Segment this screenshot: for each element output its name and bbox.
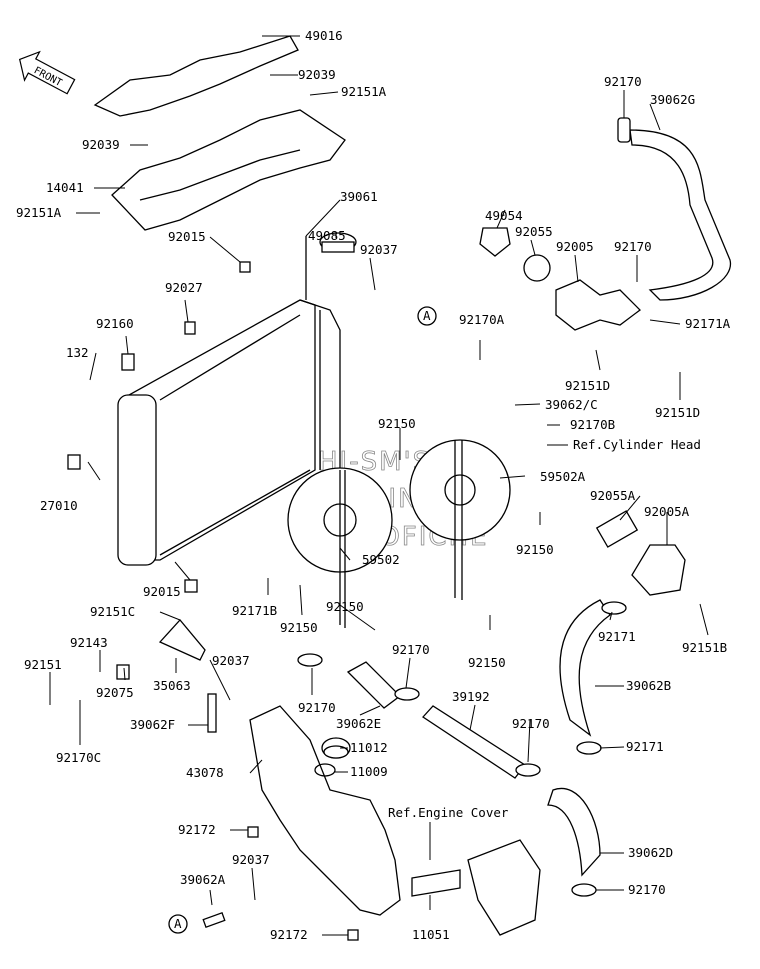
- label-92015-bottom: 92015: [143, 584, 181, 599]
- radiator: [117, 236, 341, 566]
- label-39062g: 39062G: [650, 92, 695, 107]
- front-arrow: FRONT: [18, 50, 76, 95]
- label-92037-top: 92037: [360, 242, 398, 257]
- label-92170c: 92170C: [56, 750, 101, 765]
- label-92171: 92171: [598, 629, 636, 644]
- hose-39062b: [559, 599, 611, 737]
- pipe-39192: [422, 705, 526, 779]
- label-59502: 59502: [362, 552, 400, 567]
- label-39192: 39192: [452, 689, 490, 704]
- label-92151b: 92151B: [682, 640, 727, 655]
- label-92143: 92143: [70, 635, 108, 650]
- label-39062c: 39062/C: [545, 397, 598, 412]
- small-parts: [67, 261, 627, 941]
- label-92027: 92027: [165, 280, 203, 295]
- label-49016: 49016: [305, 28, 343, 43]
- hose-39062d: [547, 787, 601, 877]
- label-92170b: 92170B: [570, 417, 615, 432]
- label-35063: 35063: [153, 678, 191, 693]
- label-92005: 92005: [556, 239, 594, 254]
- label-92171a: 92171A: [685, 316, 731, 331]
- radiator-cap: [319, 232, 357, 253]
- svg-text:A: A: [174, 916, 182, 931]
- label-39062a: 39062A: [180, 872, 226, 887]
- label-92170-hose: 92170: [298, 700, 336, 715]
- label-92151d-left: 92151D: [565, 378, 610, 393]
- label-92150-lower: 92150: [280, 620, 318, 635]
- label-92150-right: 92150: [516, 542, 554, 557]
- connection-marker-a-bottom: A: [168, 914, 188, 934]
- label-92151a: 92151A: [16, 205, 62, 220]
- bracket-35063: [158, 619, 206, 661]
- label-92170-e: 92170: [392, 642, 430, 657]
- label-14041: 14041: [46, 180, 84, 195]
- label-92170-g: 92170: [628, 882, 666, 897]
- fan-left: [287, 467, 393, 628]
- hose-39062e: [346, 661, 401, 709]
- label-92171b: 92171B: [232, 603, 277, 618]
- label-92150-bottom: 92150: [468, 655, 506, 670]
- label-59502a: 59502A: [540, 469, 586, 484]
- label-11009: 11009: [350, 764, 388, 779]
- label-39061: 39061: [340, 189, 378, 204]
- label-49085: 49085: [308, 228, 346, 243]
- label-92075: 92075: [96, 685, 134, 700]
- upper-cover-panel: [93, 35, 299, 117]
- label-92055: 92055: [515, 224, 553, 239]
- label-39062f: 39062F: [130, 717, 175, 732]
- label-92150-fan: 92150: [326, 599, 364, 614]
- part-labels: 49016 92039 92151A 92039 14041 92151A 39…: [16, 28, 731, 942]
- label-132: 132: [66, 345, 89, 360]
- label-92005a: 92005A: [644, 504, 690, 519]
- water-outlet-fitting: [631, 544, 686, 596]
- label-ref-cylinder-head: Ref.Cylinder Head: [573, 437, 701, 452]
- label-92037-bottom: 92037: [232, 852, 270, 867]
- label-11051: 11051: [412, 927, 450, 942]
- label-92171-lower: 92171: [626, 739, 664, 754]
- label-92170-mid: 92170: [614, 239, 652, 254]
- label-92170-f: 92170: [512, 716, 550, 731]
- engine-cover-fragment: [467, 839, 541, 936]
- label-92039: 92039: [82, 137, 120, 152]
- bracket-11051: [411, 869, 461, 897]
- label-92151: 92151: [24, 657, 62, 672]
- label-92170a: 92170A: [459, 312, 505, 327]
- label-27010: 27010: [40, 498, 78, 513]
- label-92039-top: 92039: [298, 67, 336, 82]
- label-92015-top: 92015: [168, 229, 206, 244]
- label-92037-mid: 92037: [212, 653, 250, 668]
- label-92170-top: 92170: [604, 74, 642, 89]
- label-92151a-top: 92151A: [341, 84, 387, 99]
- label-92151c: 92151C: [90, 604, 135, 619]
- connection-marker-a-top: A: [417, 306, 437, 326]
- svg-text:A: A: [423, 308, 431, 323]
- label-ref-engine-cover: Ref.Engine Cover: [388, 805, 509, 820]
- label-11012: 11012: [350, 740, 388, 755]
- label-49054: 49054: [485, 208, 523, 223]
- label-43078: 43078: [186, 765, 224, 780]
- upper-hose: [629, 129, 732, 301]
- label-92055a: 92055A: [590, 488, 636, 503]
- label-92172-lower: 92172: [270, 927, 308, 942]
- label-92172-upper: 92172: [178, 822, 216, 837]
- fan-right: [409, 439, 511, 600]
- reserve-tank: [249, 705, 401, 916]
- label-92160: 92160: [96, 316, 134, 331]
- label-92150-center: 92150: [378, 416, 416, 431]
- label-92151d-right: 92151D: [655, 405, 700, 420]
- thermostat-housing: [555, 279, 641, 331]
- label-39062d: 39062D: [628, 845, 673, 860]
- radiator-shroud: [111, 109, 346, 231]
- label-39062e: 39062E: [336, 716, 381, 731]
- leader-lines: [49, 35, 709, 936]
- label-39062b: 39062B: [626, 678, 671, 693]
